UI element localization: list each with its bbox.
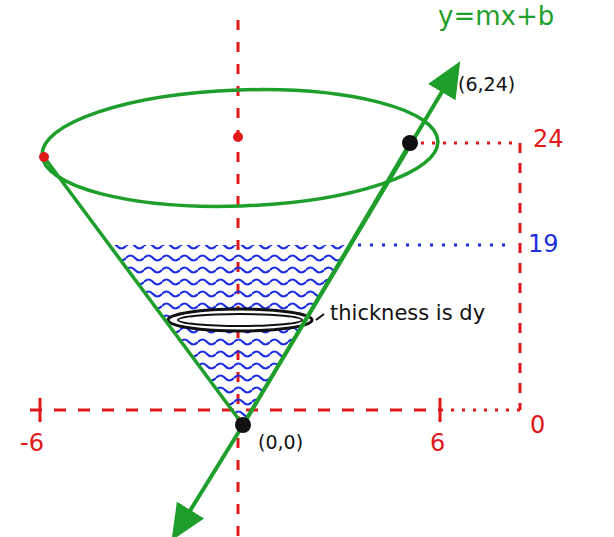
water-level [358, 244, 512, 247]
line-arrow [180, 425, 243, 527]
water [108, 245, 350, 425]
cone [40, 83, 440, 425]
thickness-note: thickness is dy [328, 302, 487, 325]
equation-label: y=mx+b [438, 2, 554, 31]
axis-tick-label: 6 [430, 430, 445, 456]
height-label: 24 [533, 126, 564, 152]
axes [30, 20, 520, 537]
line-arrow [243, 75, 452, 425]
height-label: 0 [530, 412, 545, 438]
water-height-label: 19 [528, 231, 559, 257]
leader-line [316, 314, 324, 320]
center-dot [233, 132, 243, 142]
rim-dot [39, 152, 49, 162]
point-label: (6,24) [458, 74, 515, 95]
slice-disk [168, 309, 312, 331]
axis-tick-label: -6 [20, 430, 44, 456]
slice-disk [178, 314, 302, 326]
point [402, 135, 418, 151]
point [235, 417, 251, 433]
point-label: (0,0) [258, 432, 303, 453]
